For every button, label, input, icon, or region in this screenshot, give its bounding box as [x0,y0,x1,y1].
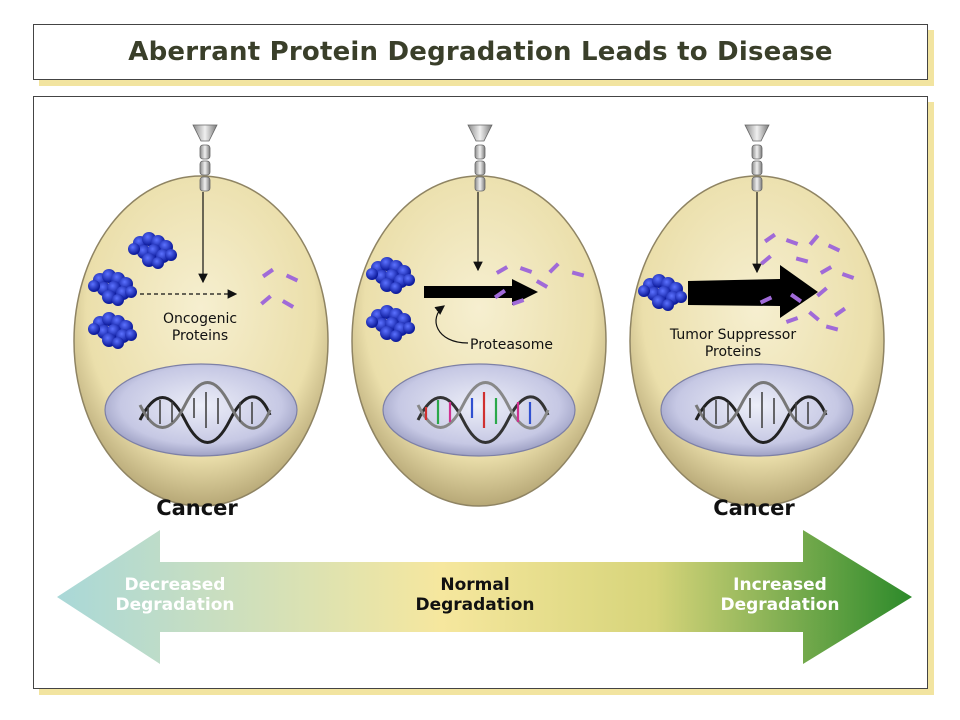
fragments-right [759,232,855,332]
cell-middle [351,124,607,507]
spectrum-label-decreased: Decreased Degradation [115,575,235,616]
label-proteasome: Proteasome [470,337,554,353]
outcome-left: Cancer [156,496,238,520]
fragments-middle [493,262,585,306]
nucleus-middle [382,363,576,457]
label-oncogenic-proteins: Oncogenic Proteins [162,311,238,344]
outcome-right: Cancer [713,496,795,520]
page-title: Aberrant Protein Degradation Leads to Di… [128,37,833,67]
label-tumor-suppressor-proteins: Tumor Suppressor Proteins [669,327,797,360]
nucleus-left [104,363,298,457]
fragments-left [260,267,299,309]
cell-right [629,124,885,507]
degradation-arrow-right [688,265,818,318]
cell-left [73,124,329,507]
nucleus-right [660,363,854,457]
spectrum-label-normal: Normal Degradation [415,575,535,616]
degradation-arrow-middle [424,279,538,305]
title-box: Aberrant Protein Degradation Leads to Di… [33,24,928,80]
spectrum-label-increased: Increased Degradation [720,575,840,616]
degradation-spectrum-arrow [57,530,912,664]
